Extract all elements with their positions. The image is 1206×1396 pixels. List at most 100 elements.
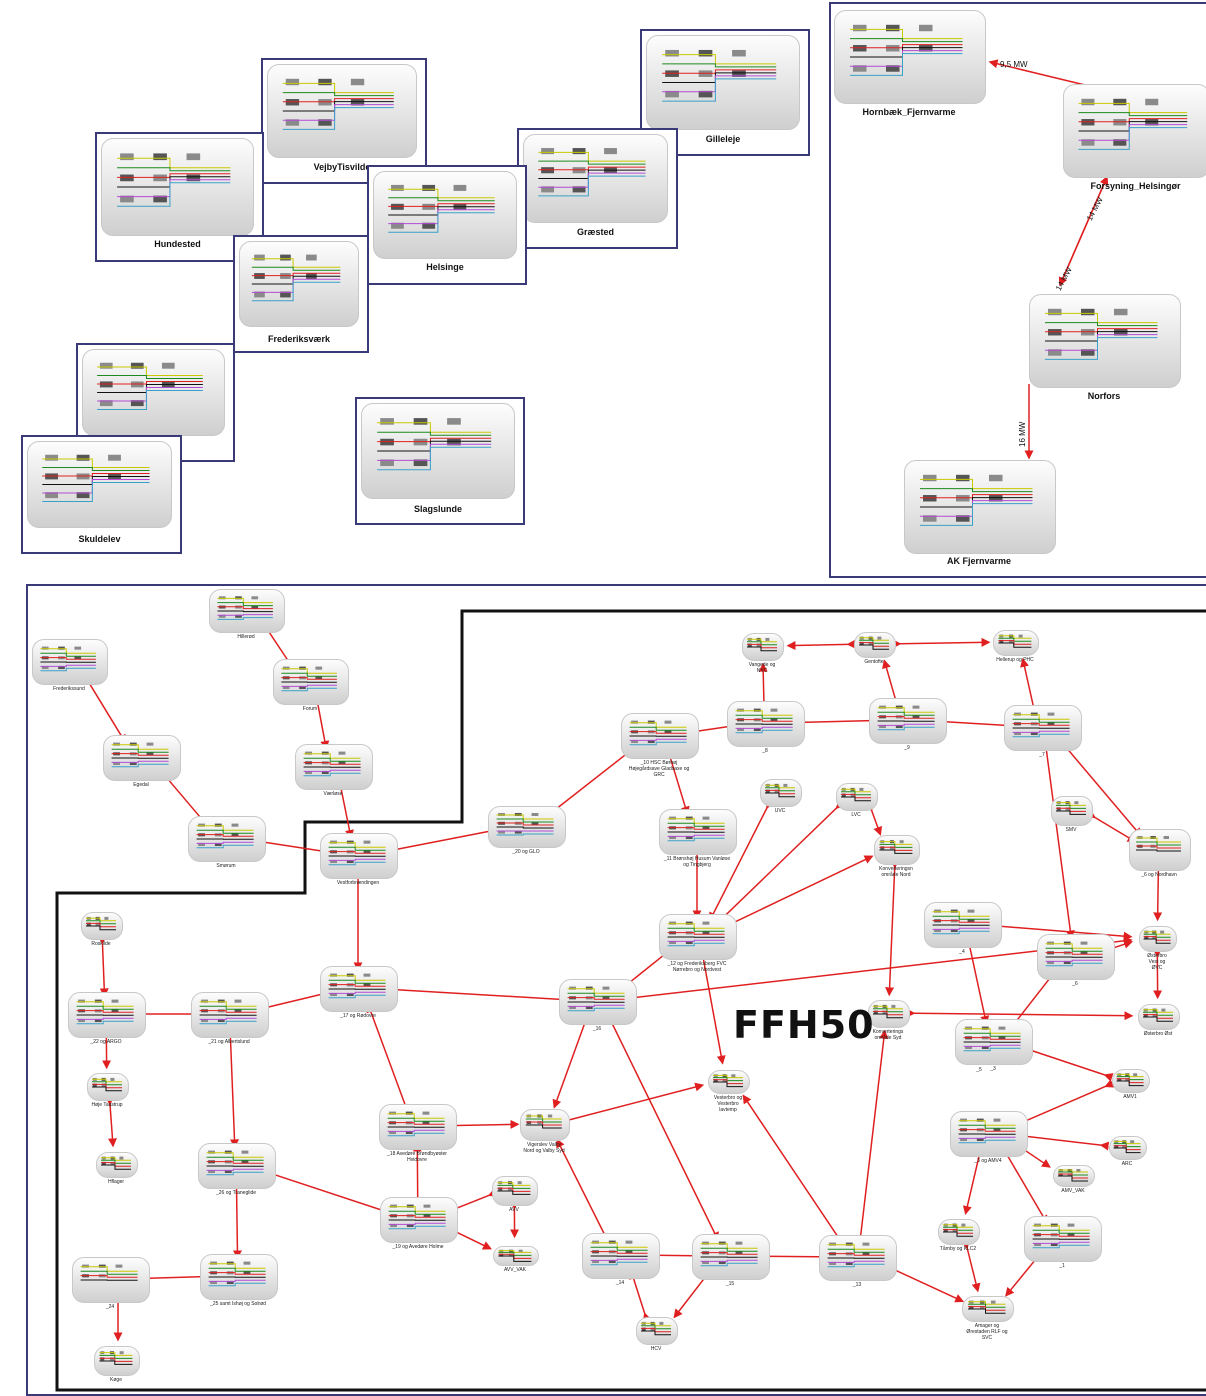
node-smv[interactable]: [1051, 796, 1093, 826]
node-n16[interactable]: [559, 979, 637, 1025]
node-schematic: [820, 1236, 896, 1280]
edge-label: 9,5 MW: [1000, 60, 1028, 69]
node-n9[interactable]: [869, 698, 947, 744]
pipe-line: [1045, 313, 1158, 322]
node-n11[interactable]: [659, 809, 737, 855]
node-hillerod[interactable]: [209, 589, 285, 633]
node-slagslunde[interactable]: [361, 403, 515, 499]
node-hoflager[interactable]: [96, 1152, 138, 1178]
node-n6b[interactable]: [1037, 934, 1115, 980]
node-n24[interactable]: [72, 1257, 150, 1303]
node-n22[interactable]: [68, 992, 146, 1038]
node-schematic: [321, 834, 397, 878]
node-hcv[interactable]: [636, 1317, 678, 1345]
node-gilleleje[interactable]: [646, 35, 800, 130]
node-gentofte[interactable]: [854, 632, 896, 658]
node-schematic: [493, 1177, 537, 1205]
node-n7[interactable]: [1004, 705, 1082, 751]
node-forum[interactable]: [273, 659, 349, 705]
edge-n13-vesterbro: [743, 1096, 841, 1243]
node-amv_vak[interactable]: [1053, 1165, 1095, 1187]
node-schematic: [875, 836, 919, 864]
node-avv_vak[interactable]: [493, 1246, 539, 1266]
pipe-line: [964, 1048, 1021, 1051]
node-avv[interactable]: [492, 1176, 538, 1206]
node-nordhavn[interactable]: [1129, 829, 1191, 871]
node-graested[interactable]: [523, 134, 668, 223]
edge-n14-valby: [557, 1140, 607, 1240]
node-hornbaek[interactable]: [834, 10, 986, 104]
pipe-line: [878, 724, 935, 725]
node-uvc[interactable]: [760, 779, 802, 807]
node-frederiksvaerk[interactable]: [239, 241, 359, 327]
node-vestforbraendingen[interactable]: [320, 833, 398, 879]
unit-block: [244, 1262, 251, 1265]
node-n26[interactable]: [198, 1143, 276, 1189]
node-label-n7: _7: [1039, 752, 1045, 758]
node-vejby[interactable]: [267, 64, 417, 158]
node-n13[interactable]: [819, 1235, 897, 1281]
node-helsingor[interactable]: [1063, 84, 1206, 178]
pipe-line: [42, 474, 149, 477]
node-n19[interactable]: [380, 1197, 458, 1243]
pipe-line: [389, 1226, 446, 1229]
node-amager[interactable]: [962, 1296, 1014, 1322]
pipe-line: [281, 669, 337, 673]
node-smorum[interactable]: [188, 816, 266, 862]
node-label-n10: _10 HSC Børhøj Højegårdsave Gladsaxe og …: [629, 760, 690, 778]
node-vaerlose[interactable]: [295, 744, 373, 790]
node-n12[interactable]: [659, 914, 737, 960]
node-osterbro_ost[interactable]: [1138, 1004, 1180, 1030]
node-egedal[interactable]: [103, 735, 181, 781]
node-n4[interactable]: [924, 902, 1002, 948]
node-n3[interactable]: [955, 1019, 1033, 1065]
node-n15[interactable]: [692, 1234, 770, 1280]
node-n20[interactable]: [488, 806, 566, 848]
unit-block: [1133, 1073, 1137, 1076]
node-arc[interactable]: [1109, 1136, 1147, 1160]
node-n25[interactable]: [200, 1254, 278, 1300]
node-label-vaerlose: Værløse: [324, 791, 343, 797]
pipe-line: [859, 645, 889, 649]
node-n1[interactable]: [1024, 1216, 1102, 1262]
node-hellerup[interactable]: [993, 630, 1039, 656]
node-label-gentofte: Gentofte: [864, 659, 883, 665]
node-vangede[interactable]: [742, 633, 784, 661]
edge-n7-hellerup: [1023, 659, 1034, 709]
pipe-line: [207, 1162, 264, 1164]
node-hundested[interactable]: [101, 138, 254, 236]
pipe-line: [701, 1253, 758, 1255]
node-osterbro_vest[interactable]: [1139, 926, 1177, 952]
pipe-line: [389, 1216, 446, 1218]
node-frederikssund[interactable]: [32, 639, 108, 685]
node-vesterbro[interactable]: [708, 1070, 750, 1094]
node-hoje[interactable]: [87, 1073, 129, 1101]
unit-block: [119, 1157, 123, 1160]
node-lvc[interactable]: [836, 783, 878, 811]
node-taarnby[interactable]: [938, 1219, 980, 1245]
pipe-line: [1045, 332, 1158, 341]
node-konv_nord[interactable]: [874, 835, 920, 865]
pipe-line: [538, 170, 645, 178]
node-valby[interactable]: [520, 1109, 570, 1141]
node-jaegerspris[interactable]: [82, 349, 225, 436]
node-label-helsinge: Helsinge: [426, 262, 464, 272]
node-n18[interactable]: [379, 1104, 457, 1150]
pipe-line: [197, 842, 254, 843]
node-amv4[interactable]: [950, 1111, 1028, 1157]
node-n14[interactable]: [582, 1233, 660, 1279]
node-roskilde[interactable]: [81, 912, 123, 940]
node-n17[interactable]: [320, 966, 398, 1012]
unit-block: [699, 50, 713, 57]
node-helsinge[interactable]: [373, 171, 517, 259]
node-koge[interactable]: [94, 1346, 140, 1376]
node-n10[interactable]: [621, 713, 699, 759]
node-ak[interactable]: [904, 460, 1056, 554]
node-norfors[interactable]: [1029, 294, 1181, 388]
node-label-konv_nord: Konverteringsn område Nord: [879, 866, 913, 878]
node-skuldelev[interactable]: [27, 441, 172, 528]
node-n21[interactable]: [191, 992, 269, 1038]
node-amv1[interactable]: [1112, 1069, 1150, 1093]
node-n8[interactable]: [727, 701, 805, 747]
